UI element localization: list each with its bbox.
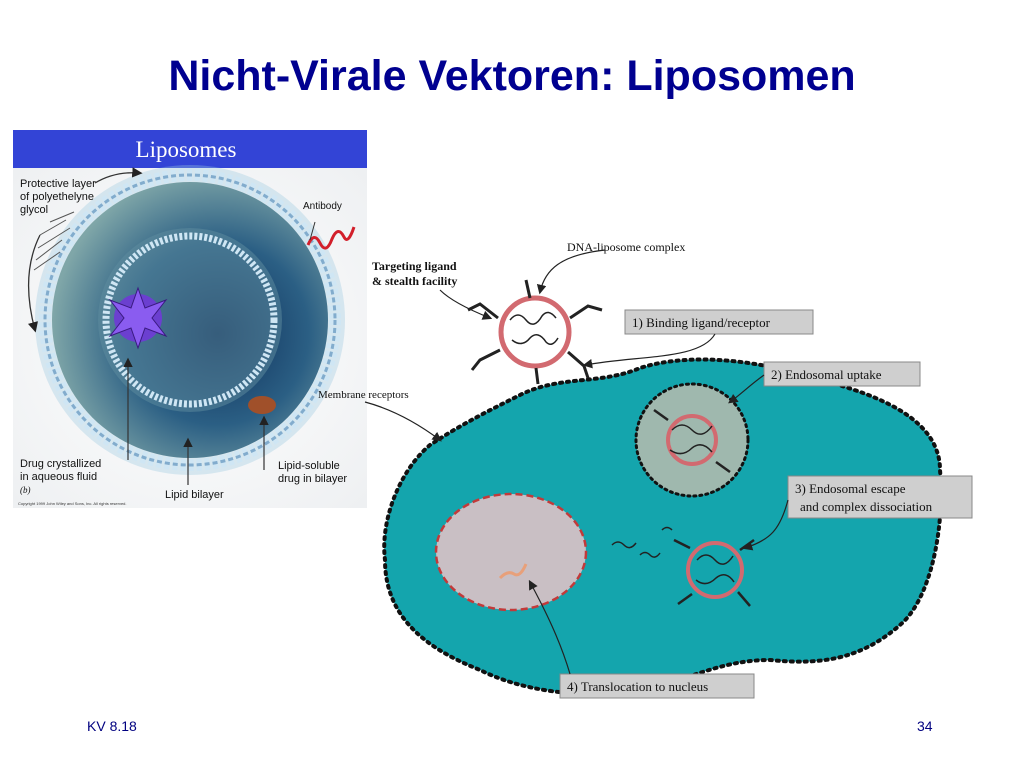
panel-letter: (b) <box>20 485 31 495</box>
step-3-label-2: and complex dissociation <box>800 499 933 514</box>
endosome <box>634 382 750 498</box>
step-3-label-1: 3) Endosomal escape <box>795 481 906 496</box>
step-2-box <box>763 361 921 387</box>
slide-title: Nicht-Virale Vektoren: Liposomen <box>168 52 856 100</box>
membrane-receptors-label: Membrane receptors <box>318 389 409 401</box>
dna-complex-label: DNA-liposome complex <box>567 240 685 254</box>
step-1-label: 1) Binding ligand/receptor <box>632 315 771 330</box>
targeting-label-1: Targeting ligand <box>372 259 457 273</box>
step-1-box <box>624 309 814 335</box>
step-3-box <box>787 475 973 519</box>
nucleus <box>434 492 588 612</box>
footer-left: KV 8.18 <box>87 718 137 734</box>
antibody-label: Antibody <box>303 201 342 212</box>
peg-label-3: glycol <box>20 204 48 216</box>
drug-label-1: Drug crystallized <box>20 458 101 470</box>
peg-chains <box>33 211 75 271</box>
drug-label-2: in aqueous fluid <box>20 471 97 483</box>
dna-liposome-complex <box>467 279 603 385</box>
step-4-label: 4) Translocation to nucleus <box>567 679 708 694</box>
liposome-inner-ring <box>98 228 282 412</box>
drug-crystal <box>108 286 168 350</box>
peg-label-1: Protective layer <box>20 178 96 190</box>
lipid-soluble-label-1: Lipid-soluble <box>278 460 340 472</box>
peg-label-2: of polyethelyne <box>20 191 94 203</box>
dna-fragment <box>498 563 528 580</box>
lipid-soluble-drug <box>248 396 276 414</box>
liposomes-header-bar <box>13 130 367 168</box>
copyright-note: Copyright 1999 John Wiley and Sons, Inc.… <box>18 501 127 506</box>
lipid-soluble-label-2: drug in bilayer <box>278 473 347 485</box>
step-2-label: 2) Endosomal uptake <box>771 367 882 382</box>
step-4-box <box>559 673 755 699</box>
inner-leaflet <box>102 232 278 408</box>
gene-delivery-figure: DNA-liposome complex Targeting ligand & … <box>318 240 973 699</box>
liposomes-header: Liposomes <box>136 137 237 162</box>
targeting-label-2: & stealth facility <box>372 274 457 288</box>
lipid-bilayer-label: Lipid bilayer <box>165 489 224 501</box>
footer-page-number: 34 <box>917 718 933 734</box>
liposome-figure: Liposomes Protective layer <box>13 130 367 508</box>
antibody-shape <box>306 226 356 250</box>
